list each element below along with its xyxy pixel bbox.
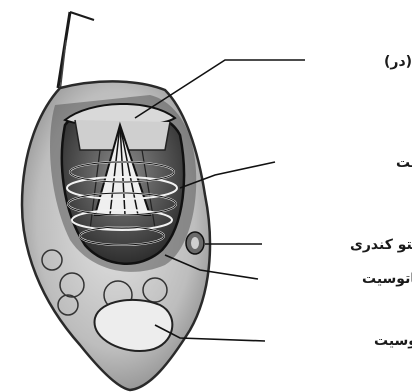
label-lid: سرپوش(در)	[384, 54, 412, 70]
label-mitochondria: میتو کندری	[350, 237, 412, 253]
label-thread: رشته مارپیچی نماتوسیت	[396, 155, 412, 171]
mitochondrion	[186, 232, 204, 254]
cnidocil	[58, 12, 94, 92]
label-capsule: کپسول نماتوسیت	[362, 271, 412, 287]
label-nucleus: هسته کنیدوسیت	[374, 333, 412, 349]
